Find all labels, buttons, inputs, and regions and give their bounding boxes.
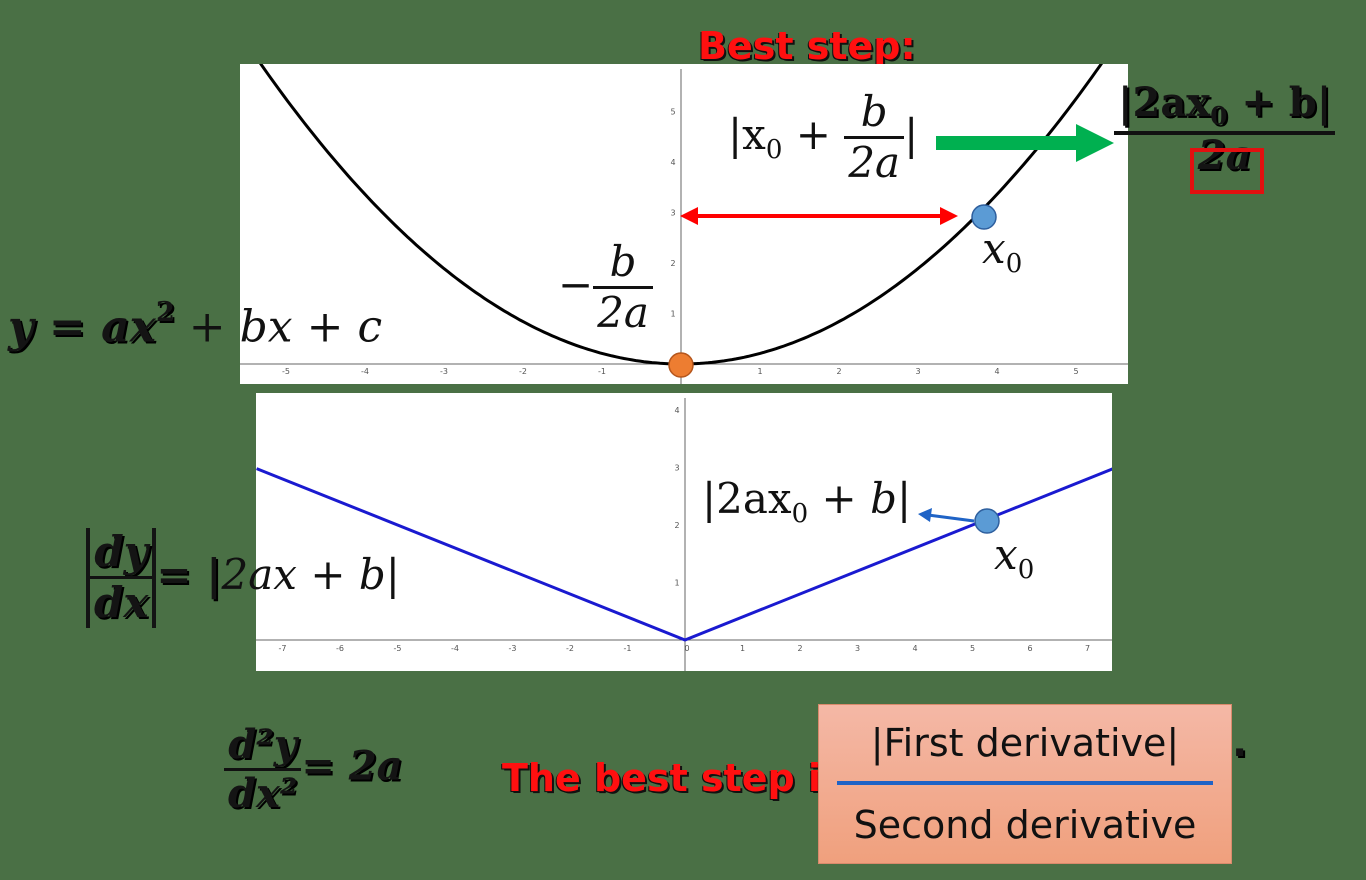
point-label-top: x0 <box>982 224 1023 280</box>
best-step-formula-box: |First derivative| Second derivative <box>818 704 1232 864</box>
value-arrow <box>927 513 975 523</box>
y-tick-label: 2 <box>674 521 679 530</box>
point-x0 <box>974 508 1000 534</box>
x-tick-label: -5 <box>394 644 402 653</box>
y-tick-label: 2 <box>670 259 675 268</box>
distance-arrow-right-head <box>940 207 958 225</box>
derivative-plot: -7 -6 -5 -4 -3 -2 -1 0 1 2 3 4 5 6 7 1 2 3 4 <box>256 398 1112 671</box>
abs-derivative-curve <box>256 467 1112 642</box>
y-tick-label: 1 <box>670 310 675 319</box>
box-fraction-bar <box>837 781 1213 785</box>
point-x0 <box>971 204 997 230</box>
function-equation: y = ax2 + bx + c <box>8 296 383 353</box>
x-tick-label: -3 <box>509 644 517 653</box>
x-tick-label: -7 <box>279 644 287 653</box>
x-tick-label: -4 <box>451 644 459 653</box>
result-denominator-box <box>1190 148 1264 194</box>
point-label-bottom: x0 <box>994 530 1035 586</box>
y-tick-label: 3 <box>674 464 679 473</box>
x-tick-label: 7 <box>1085 644 1090 653</box>
box-numerator: |First derivative| <box>870 721 1180 765</box>
x-tick-label: -5 <box>282 367 290 376</box>
x-tick-label: 2 <box>797 644 802 653</box>
y-tick-label: 4 <box>670 158 675 167</box>
parabola-plot: -5 -4 -3 -2 -1 1 2 3 4 5 1 2 3 4 5 <box>240 64 1128 384</box>
title: Best step: <box>698 24 916 68</box>
y-tick-label: 4 <box>674 406 679 415</box>
box-denominator: Second derivative <box>853 803 1197 847</box>
x-tick-label: 1 <box>740 644 745 653</box>
x-tick-label: -1 <box>624 644 632 653</box>
y-tick-label: 3 <box>670 209 675 218</box>
best-step-caption: The best step is <box>502 756 844 800</box>
green-arrow <box>936 124 1114 162</box>
derivative-value-label: |2ax0 + b| <box>702 474 912 530</box>
x-tick-label: 4 <box>994 367 999 376</box>
x-tick-label: 3 <box>915 367 920 376</box>
x-tick-label: 4 <box>912 644 917 653</box>
x-tick-label: -2 <box>519 367 527 376</box>
result-fraction: |2ax0 + b| 2a <box>1114 80 1336 177</box>
x-tick-label: 5 <box>1073 367 1078 376</box>
x-tick-label: -2 <box>566 644 574 653</box>
derivative-graph: -7 -6 -5 -4 -3 -2 -1 0 1 2 3 4 5 6 7 1 2 3 4 <box>256 393 1112 671</box>
x-tick-label: -1 <box>598 367 606 376</box>
parabola-graph: -5 -4 -3 -2 -1 1 2 3 4 5 1 2 3 4 5 <box>240 64 1128 384</box>
x-tick-label: 2 <box>836 367 841 376</box>
x-tick-label: -3 <box>440 367 448 376</box>
x-tick-label: 3 <box>855 644 860 653</box>
x-tick-label: 0 <box>684 644 689 653</box>
x-tick-label: 1 <box>757 367 762 376</box>
x-tick-label: 6 <box>1027 644 1032 653</box>
vertex-point <box>668 352 694 378</box>
x-tick-label: 5 <box>970 644 975 653</box>
result-frac: |2ax0 + b| 2a <box>1114 80 1336 177</box>
x-tick-labels: -5 -4 -3 -2 -1 1 2 3 4 5 <box>282 367 1079 376</box>
x-tick-label: -4 <box>361 367 369 376</box>
y-tick-label: 1 <box>674 579 679 588</box>
y-tick-labels: 1 2 3 4 5 <box>670 108 675 319</box>
y-tick-labels: 1 2 3 4 <box>674 406 679 588</box>
value-arrow-head <box>918 508 932 522</box>
distance-arrow-left-head <box>680 207 698 225</box>
x-tick-label: -6 <box>336 644 344 653</box>
x-tick-labels: -7 -6 -5 -4 -3 -2 -1 0 1 2 3 4 5 6 7 <box>279 644 1091 653</box>
y-tick-label: 5 <box>670 108 675 117</box>
trailing-period: . <box>1232 720 1248 766</box>
